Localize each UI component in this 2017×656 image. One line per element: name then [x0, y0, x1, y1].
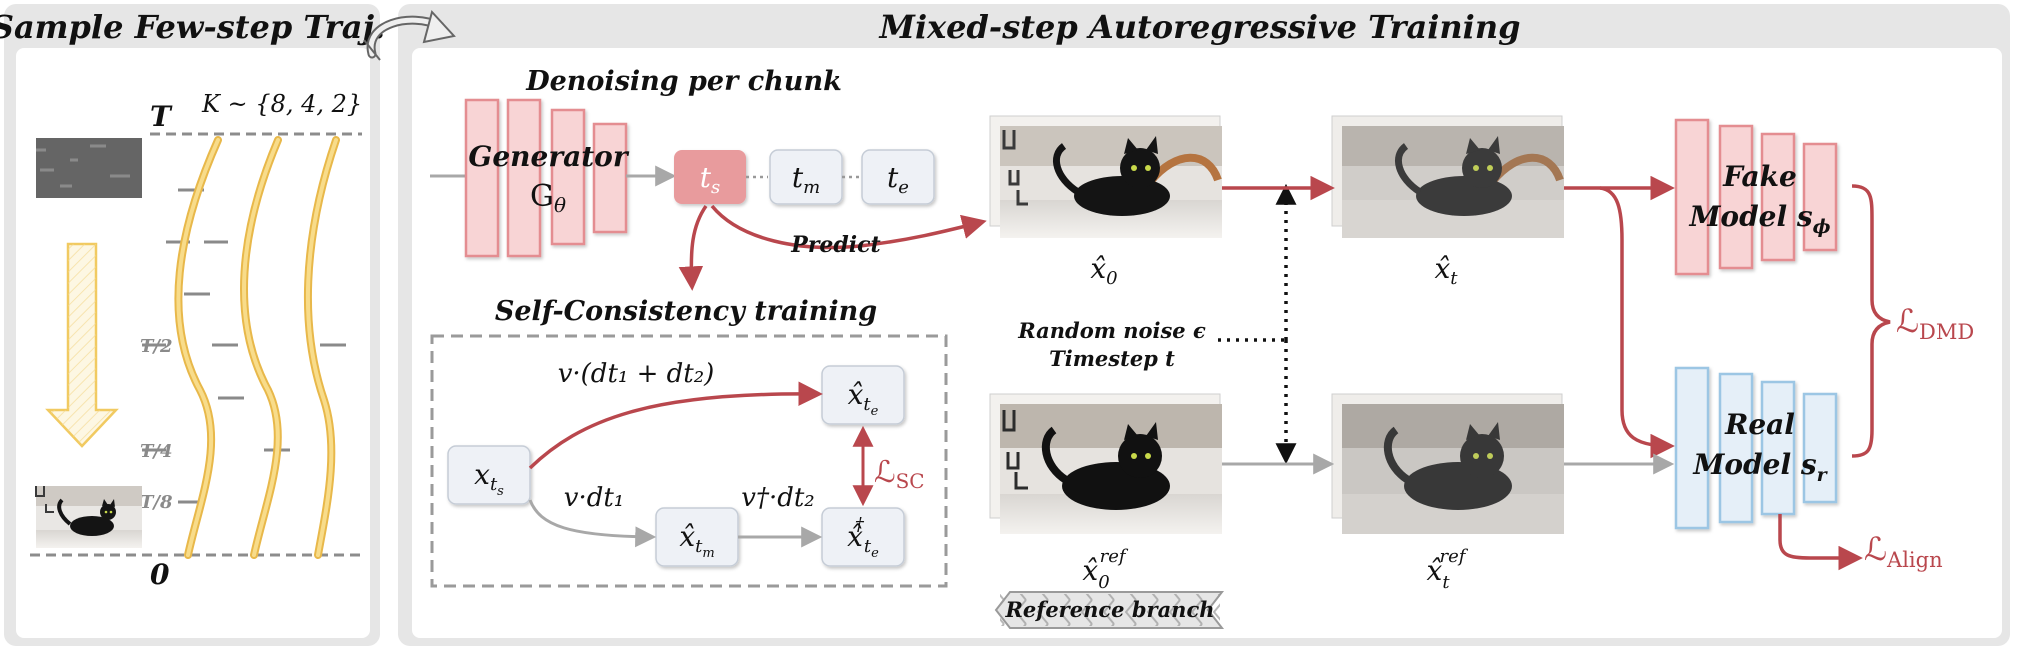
noise-label-line1: Random noise ϵ — [1017, 318, 1206, 343]
k-label: K ~ {8, 4, 2} — [201, 90, 362, 118]
fake-model-line2: Model sϕ — [1688, 200, 1830, 238]
real-model-line1: Real — [1724, 408, 1795, 441]
svg-text:xts: xts — [474, 458, 504, 499]
denoising-heading: Denoising per chunk — [525, 66, 842, 97]
right-panel-title: Mixed-step Autoregressive Training — [879, 8, 1521, 46]
label-xtref: x̂tref — [1427, 546, 1469, 593]
generator-name: Generator — [468, 140, 629, 173]
timestep-te-box: te — [861, 149, 935, 205]
tick-label-quarter: T/4 — [140, 441, 173, 462]
tick-label-half: T/2 — [140, 336, 173, 357]
t-top-label: T — [150, 100, 173, 133]
sc-node-top: x̂te — [821, 365, 905, 425]
label-x0ref: x̂0ref — [1082, 546, 1129, 593]
svg-text:x̂te: x̂te — [848, 378, 879, 419]
clean-cat-thumbnail — [35, 486, 142, 548]
image-stack-xtref — [1331, 393, 1564, 534]
svg-text:x̂tm: x̂tm — [679, 520, 714, 561]
real-model-line2: Model sr — [1692, 448, 1828, 486]
sc-node-mid: x̂tm — [655, 507, 739, 567]
ts-to-sc-arrow — [678, 204, 708, 291]
left-panel-title: Sample Few-step Traj. — [0, 8, 385, 46]
dmd-bracket — [1851, 184, 1891, 458]
sc-label-dt2: v†·dt₂ — [741, 483, 814, 513]
svg-text:tm: tm — [792, 161, 820, 198]
label-x0: x̂0 — [1090, 252, 1117, 289]
image-stack-xt — [1331, 115, 1564, 238]
cycle-arrow-icon — [363, 9, 456, 61]
trajectory-curves — [174, 136, 340, 559]
svg-text:x̂†te: x̂†te — [847, 514, 879, 561]
svg-text:te: te — [887, 161, 909, 198]
noise-label-line2: Timestep t — [1049, 346, 1175, 371]
sc-loss: ℒSC — [874, 455, 925, 493]
timestep-tm-box: tm — [769, 149, 843, 205]
sc-dt1-arrow — [528, 499, 657, 548]
t-bottom-label: 0 — [150, 558, 170, 591]
sc-dashed-box — [430, 334, 948, 588]
xt-to-real-arrow — [1599, 186, 1675, 459]
label-xt: x̂t — [1434, 252, 1458, 289]
sc-label-dt1: v·dt₁ — [564, 483, 624, 513]
predict-arrow — [710, 204, 987, 250]
tick-label-eighth: T/8 — [140, 492, 173, 513]
image-stack-x0ref — [989, 393, 1222, 534]
step-ticks — [142, 188, 346, 504]
noise-thumbnail — [36, 138, 142, 198]
svg-text:ts: ts — [700, 161, 721, 198]
fake-model-line1: Fake — [1722, 160, 1797, 193]
loss-align: ℒAlign — [1864, 530, 1943, 572]
sc-node-bottom: x̂†te — [821, 507, 905, 567]
loss-dmd: ℒDMD — [1896, 302, 1974, 344]
generator-block — [464, 98, 628, 258]
real-model-block — [1674, 366, 1838, 530]
sc-top-arc — [528, 381, 823, 470]
sc-node-start: xts — [447, 445, 531, 505]
reference-branch-tag — [994, 591, 1225, 629]
reference-branch-label: Reference branch — [1004, 597, 1214, 622]
generator-symbol: Gθ — [530, 179, 566, 217]
sc-heading: Self-Consistency training — [495, 296, 877, 327]
fake-model-block — [1674, 118, 1838, 276]
timestep-ts-box: ts — [674, 150, 746, 204]
down-arrow-icon — [45, 242, 119, 448]
align-arrow — [1778, 514, 1863, 571]
image-stack-x0 — [989, 115, 1222, 238]
predict-label: Predict — [790, 232, 880, 258]
sc-label-top-arc: v·(dt₁ + dt₂) — [558, 359, 715, 389]
